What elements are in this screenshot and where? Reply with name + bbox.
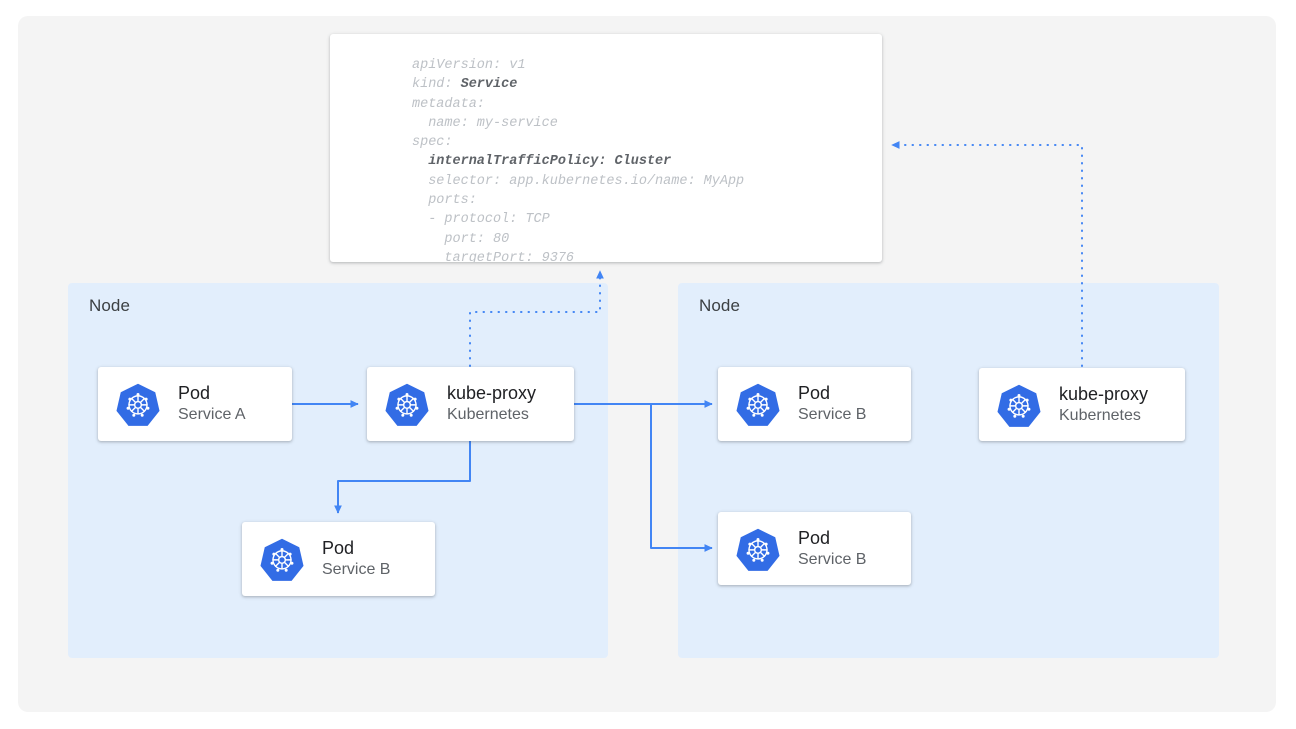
yaml-line-metadata: metadata: xyxy=(412,96,485,112)
kubernetes-icon xyxy=(736,382,780,426)
yaml-line-selector: selector: app.kubernetes.io/name: MyApp xyxy=(428,173,745,189)
card-title: Pod xyxy=(322,538,355,559)
yaml-line-spec: spec: xyxy=(412,135,453,151)
kubernetes-icon xyxy=(997,383,1041,427)
card-pod-service-b-right-top[interactable]: Pod Service B xyxy=(718,367,911,441)
node-container-left: Node xyxy=(68,283,608,658)
card-title: kube-proxy xyxy=(447,383,537,404)
yaml-line-ports: ports: xyxy=(428,193,477,209)
card-subtitle: Service B xyxy=(798,406,867,424)
node-label-left: Node xyxy=(89,296,131,315)
kubernetes-icon xyxy=(736,527,780,571)
card-pod-service-a[interactable]: Pod Service A xyxy=(98,367,292,441)
card-kube-proxy-left[interactable]: kube-proxy Kubernetes xyxy=(367,367,574,441)
yaml-line-port: port: 80 xyxy=(444,231,510,247)
yaml-line-internal-traffic-policy: internalTrafficPolicy: Cluster xyxy=(428,154,672,170)
card-title: Pod xyxy=(798,383,831,404)
card-text: kube-proxy Kubernetes xyxy=(1059,383,1148,427)
card-subtitle: Kubernetes xyxy=(447,406,529,424)
service-spec-panel: apiVersion: v1 kind: Service metadata: n… xyxy=(330,34,882,262)
card-text: Pod Service B xyxy=(798,382,866,426)
card-text: kube-proxy Kubernetes xyxy=(447,382,536,426)
card-text: Pod Service B xyxy=(322,537,390,581)
card-subtitle: Service B xyxy=(322,561,391,579)
node-container-right: Node xyxy=(678,283,1219,658)
card-kube-proxy-right[interactable]: kube-proxy Kubernetes xyxy=(979,368,1185,441)
kubernetes-icon xyxy=(116,382,160,426)
yaml-kind-value: Service xyxy=(460,77,518,93)
yaml-line-kind: kind: xyxy=(412,77,461,93)
card-title: Pod xyxy=(798,527,831,548)
card-text: Pod Service A xyxy=(178,382,246,426)
node-label-right: Node xyxy=(699,296,741,315)
card-title: kube-proxy xyxy=(1059,383,1149,404)
card-subtitle: Kubernetes xyxy=(1059,406,1141,424)
card-title: Pod xyxy=(178,383,211,404)
yaml-line-apiversion: apiVersion: v1 xyxy=(412,58,526,73)
yaml-line-protocol: - protocol: TCP xyxy=(428,212,550,228)
card-pod-service-b-left[interactable]: Pod Service B xyxy=(242,522,435,596)
yaml-line-targetport: targetPort: 9376 xyxy=(444,250,575,262)
kubernetes-icon xyxy=(385,382,429,426)
yaml-line-name: name: my-service xyxy=(428,115,558,131)
service-spec-code: apiVersion: v1 kind: Service metadata: n… xyxy=(412,56,744,262)
card-text: Pod Service B xyxy=(798,527,866,571)
card-subtitle: Service B xyxy=(798,550,867,568)
card-subtitle: Service A xyxy=(178,406,246,424)
kubernetes-icon xyxy=(260,537,304,581)
card-pod-service-b-right-bottom[interactable]: Pod Service B xyxy=(718,512,911,585)
